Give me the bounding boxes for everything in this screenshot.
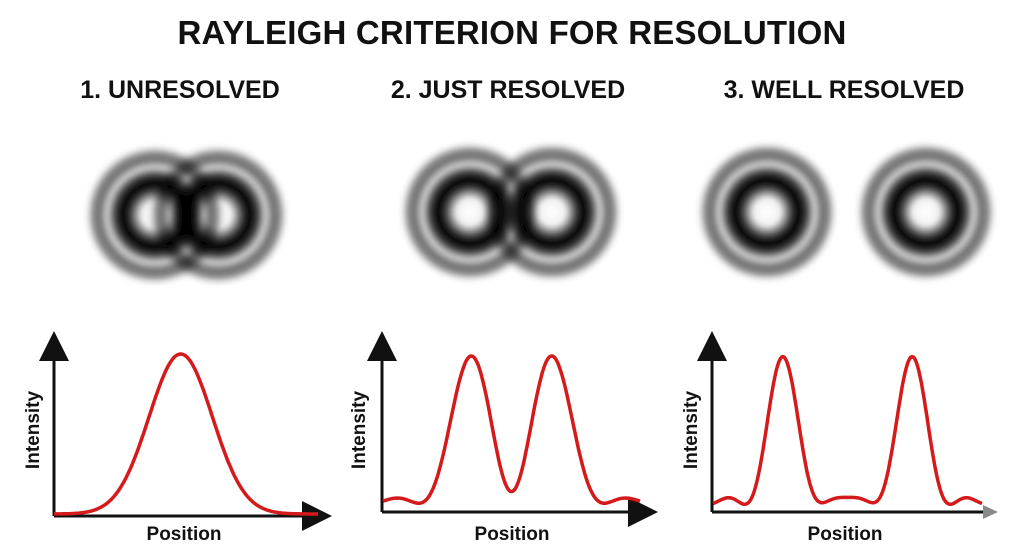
intensity-plot-well-resolved: Position Intensity [681,331,998,545]
intensity-curve [382,354,641,505]
intensity-plot-unresolved: Position Intensity [23,331,332,545]
airy-disk-right [480,140,624,284]
airy-disk-right [146,143,290,287]
y-axis-label: Intensity [23,391,44,470]
airy-pattern-just-resolved [398,140,624,284]
airy-pattern-well-resolved [695,140,998,284]
intensity-plot-just-resolved: Position Intensity [349,331,658,545]
airy-pattern-unresolved [83,143,290,287]
airy-disk-left [695,140,839,284]
intensity-curve [54,352,318,516]
panel-heading-unresolved: 1. UNRESOLVED [80,76,280,104]
y-axis-label: Intensity [349,391,370,470]
x-axis-arrowhead [983,505,998,519]
y-axis-label: Intensity [681,391,702,470]
page-title: RAYLEIGH CRITERION FOR RESOLUTION [177,14,847,51]
x-axis-label: Position [475,524,550,545]
panel-heading-just-resolved: 2. JUST RESOLVED [390,76,626,104]
x-axis-label: Position [808,524,883,545]
panel-heading-well-resolved: 3. WELL RESOLVED [723,76,965,104]
airy-disk-right [854,140,998,284]
x-axis-label: Position [147,524,222,545]
intensity-curve [712,354,983,506]
